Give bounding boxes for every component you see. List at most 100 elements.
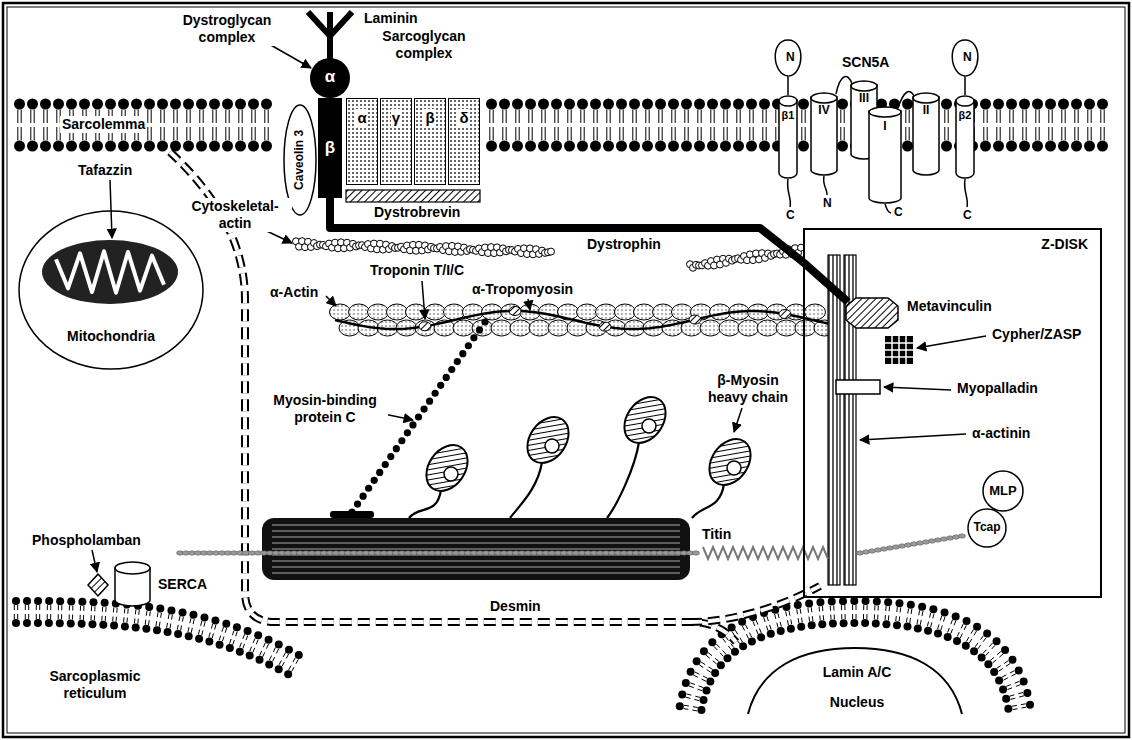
lipid-tail bbox=[1010, 698, 1015, 699]
lipid-tail bbox=[268, 110, 269, 124]
lipid-head bbox=[525, 141, 536, 152]
lipid-tail bbox=[701, 662, 705, 665]
lipid-tail bbox=[749, 633, 751, 637]
lipid-head bbox=[1006, 141, 1017, 152]
lipid-tail bbox=[212, 110, 213, 124]
lipid-tail bbox=[822, 606, 823, 611]
lipid-tail bbox=[264, 110, 265, 124]
lipid-tail bbox=[623, 110, 624, 124]
lipid-tail bbox=[157, 612, 159, 617]
lipid-tail bbox=[1074, 110, 1075, 124]
lipid-head bbox=[27, 141, 38, 152]
lipid-tail bbox=[17, 614, 18, 619]
box-node: δ bbox=[448, 98, 480, 185]
lipid-tail bbox=[266, 644, 268, 649]
lipid-tail bbox=[148, 620, 150, 625]
membrane-guide bbox=[12, 612, 306, 672]
actin-monomer bbox=[387, 304, 408, 320]
node-text: Caveolin 3 bbox=[293, 130, 307, 190]
lipid-tail bbox=[240, 643, 242, 648]
lipid-head bbox=[14, 141, 25, 152]
lipid-head bbox=[92, 99, 103, 110]
lipid-head bbox=[105, 141, 116, 152]
lipid-tail bbox=[723, 639, 726, 643]
lipid-tail bbox=[56, 127, 57, 141]
lipid-tail bbox=[951, 619, 953, 624]
lipid-tail bbox=[852, 605, 853, 610]
lipid-head bbox=[164, 628, 172, 636]
lipid-head bbox=[694, 99, 705, 110]
lipid-head bbox=[66, 99, 77, 110]
lipid-tail bbox=[1052, 110, 1053, 124]
cyl-node: β1 bbox=[778, 95, 798, 179]
lipid-head bbox=[839, 597, 847, 605]
lipid-head bbox=[668, 99, 679, 110]
lipid-tail bbox=[263, 652, 265, 657]
lipid-tail bbox=[30, 110, 31, 124]
lipid-tail bbox=[147, 127, 148, 141]
lipid-tail bbox=[80, 615, 81, 620]
lipid-tail bbox=[658, 127, 659, 141]
lipid-tail bbox=[920, 620, 922, 625]
lipid-head bbox=[902, 141, 913, 152]
lipid-tail bbox=[1000, 110, 1001, 124]
troponin-complex bbox=[509, 307, 521, 316]
lipid-tail bbox=[571, 127, 572, 141]
lipid-tail bbox=[1039, 127, 1040, 141]
lipid-head bbox=[837, 99, 848, 110]
lipid-tail bbox=[571, 110, 572, 124]
lipid-tail bbox=[137, 619, 139, 624]
myosin-head bbox=[519, 409, 577, 471]
lipid-head bbox=[884, 598, 892, 606]
lipid-tail bbox=[645, 127, 646, 141]
lipid-tail bbox=[113, 607, 114, 612]
lipid-tail bbox=[969, 639, 972, 643]
lipid-head bbox=[153, 626, 161, 634]
lipid-tail bbox=[983, 110, 984, 124]
lipid-tail bbox=[692, 710, 697, 712]
lipid-head bbox=[1019, 99, 1030, 110]
lipid-head bbox=[12, 597, 20, 605]
lipid-head bbox=[99, 621, 107, 629]
lipid-head bbox=[873, 598, 881, 606]
lipid-tail bbox=[190, 110, 191, 124]
lipid-tail bbox=[489, 127, 490, 141]
lipid-head bbox=[1058, 141, 1069, 152]
lipid-tail bbox=[155, 621, 157, 626]
lipid-head bbox=[941, 608, 949, 616]
lipid-tail bbox=[688, 110, 689, 124]
myosin-head bbox=[418, 437, 476, 499]
lipid-tail bbox=[699, 686, 704, 688]
lipid-tail bbox=[684, 127, 685, 141]
lipid-head bbox=[816, 598, 824, 606]
cylinder-top bbox=[956, 96, 974, 106]
lipid-head bbox=[174, 630, 182, 638]
lipid-tail bbox=[1004, 661, 1008, 664]
lipid-tail bbox=[296, 659, 298, 663]
lipid-tail bbox=[885, 615, 886, 620]
cyl-node: II bbox=[912, 92, 940, 176]
ellipse-shape bbox=[19, 211, 203, 369]
lipid-tail bbox=[36, 605, 37, 610]
lipid-head bbox=[724, 654, 732, 662]
lipid-tail bbox=[844, 605, 845, 610]
ellipse-node: Mitochondria bbox=[18, 210, 204, 370]
mybpc-anchor bbox=[330, 511, 374, 518]
lipid-head bbox=[295, 651, 303, 659]
leader-arrow bbox=[110, 180, 112, 238]
lipid-head bbox=[53, 141, 64, 152]
lipid-head bbox=[687, 668, 695, 676]
lipid-tail bbox=[805, 127, 806, 141]
lipid-tail bbox=[693, 675, 697, 677]
lipid-tail bbox=[812, 616, 814, 621]
lipid-tail bbox=[116, 617, 117, 622]
mybpc-bead bbox=[426, 398, 433, 405]
cypher-grid bbox=[885, 349, 913, 351]
lipid-head bbox=[941, 141, 952, 152]
lipid-tail bbox=[94, 615, 95, 620]
titin-spring bbox=[703, 547, 828, 559]
part-label: Tafazzin bbox=[76, 162, 134, 179]
lipid-head bbox=[254, 631, 262, 639]
membrane-guide bbox=[14, 125, 282, 126]
lipid-tail bbox=[927, 622, 928, 627]
